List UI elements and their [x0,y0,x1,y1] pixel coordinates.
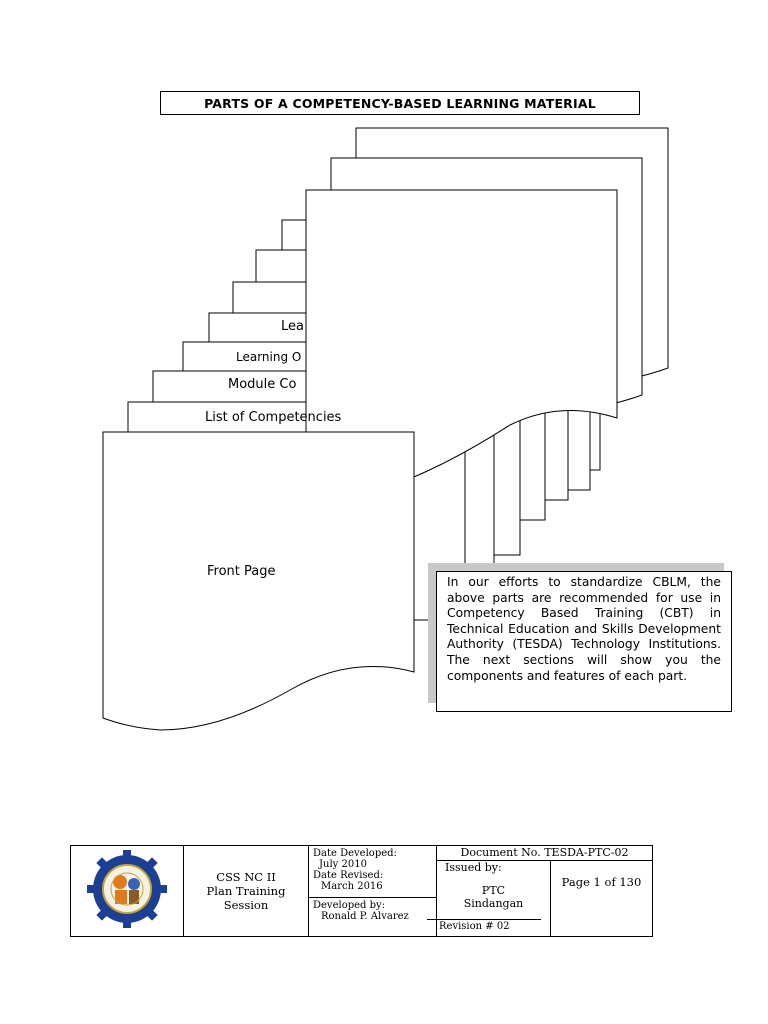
session-line1: Plan Training [206,884,286,898]
date-revised-label: Date Revised: [313,870,384,881]
developed-by-label: Developed by: [313,900,386,911]
date-revised: March 2016 [321,881,383,892]
issued-by-cell: Issued by: PTC Sindangan [436,860,551,937]
tab-label-learning-outcome: Learning O [236,350,302,364]
front-page-label: Front Page [207,564,276,579]
issued-by-label: Issued by: [445,861,502,874]
course-cell: CSS NC II Plan Training Session [183,845,309,937]
front-page-sheet [102,431,415,731]
document-footer: CSS NC II Plan Training Session Date Dev… [70,845,653,937]
logo-cell [70,845,184,937]
revision: Revision # 02 [427,919,541,933]
date-developed-label: Date Developed: [313,848,397,859]
document-no: Document No. TESDA-PTC-02 [436,845,653,861]
tab-label-learning: Lea [281,319,304,334]
page-number: Page 1 of 130 [550,860,653,937]
note-box: In our efforts to standardize CBLM, the … [436,571,732,712]
tesda-logo-icon [87,850,167,928]
session-line2: Session [223,898,269,912]
issuer-line1: PTC [481,884,506,897]
dates-cell: Date Developed: July 2010 Date Revised: … [308,845,437,898]
developer-cell: Developed by: Ronald P. Alvarez [308,897,437,937]
issuer-line2: Sindangan [463,897,524,910]
page-title: PARTS OF A COMPETENCY-BASED LEARNING MAT… [160,91,640,115]
developed-by: Ronald P. Alvarez [321,911,409,922]
qualification: CSS NC II [216,870,276,884]
date-developed: July 2010 [319,859,367,870]
tab-label-list-of-competencies: List of Competencies [205,410,342,425]
tab-label-module-content: Module Co [228,377,297,392]
